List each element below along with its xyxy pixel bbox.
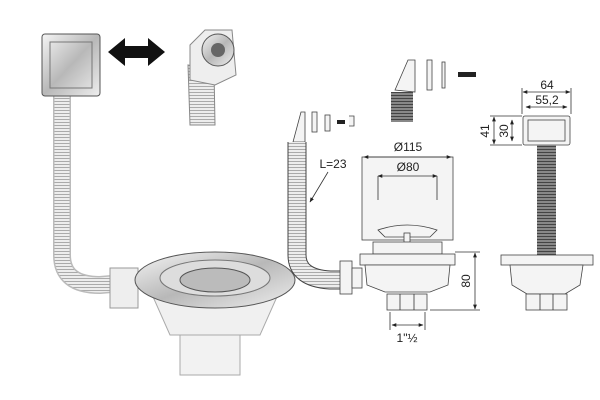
height-label: 80 — [459, 274, 473, 288]
overflow-hose — [53, 95, 136, 295]
side-view-drawing: 64 55,2 41 30 — [478, 78, 594, 311]
overflow-width-inner-label: 55,2 — [535, 93, 559, 107]
product-render — [41, 29, 296, 376]
overflow-width-outer-label: 64 — [540, 78, 554, 92]
hose-connector — [109, 267, 139, 309]
basket-diameter-label: Ø80 — [397, 160, 420, 174]
hose-length-label: L=23 — [319, 157, 346, 171]
overflow-height-outer-label: 41 — [478, 124, 492, 138]
double-arrow-icon — [108, 38, 165, 66]
overflow-elbow — [187, 29, 237, 126]
front-view-drawing: Ø115 Ø80 L=23 80 1"½ — [287, 111, 480, 345]
strainer-basket — [179, 267, 251, 293]
outlet-size-label: 1"½ — [397, 331, 418, 345]
outer-diameter-label: Ø115 — [394, 140, 423, 154]
overflow-cover — [41, 33, 101, 97]
overflow-exploded-view-top — [391, 59, 476, 122]
overflow-height-inner-label: 30 — [497, 124, 511, 138]
